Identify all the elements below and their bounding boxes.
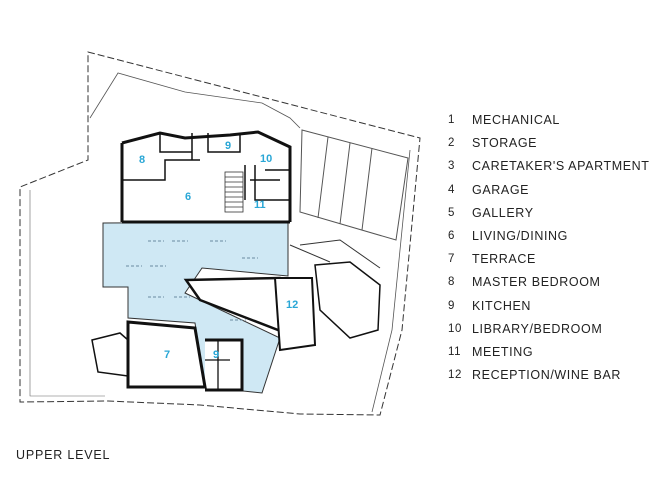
legend-item: 1 MECHANICAL [448, 112, 650, 135]
legend-item: 6 LIVING/DINING [448, 228, 650, 251]
room-label-reception: 12 [286, 299, 298, 311]
room-label-meeting: 11 [254, 199, 266, 211]
legend-item: 8 MASTER BEDROOM [448, 274, 650, 297]
legend-item: 11 MEETING [448, 344, 650, 367]
legend-item: 12 RECEPTION/WINE BAR [448, 367, 650, 390]
legend-label: GARAGE [472, 182, 530, 197]
stair [224, 171, 244, 213]
legend-label: LIVING/DINING [472, 228, 569, 243]
legend-number: 11 [448, 345, 462, 358]
legend-label: LIBRARY/BEDROOM [472, 321, 603, 336]
room-legend: 1 MECHANICAL 2 STORAGE 3 CARETAKER'S APARTMEN… [448, 112, 650, 390]
legend-number: 6 [448, 229, 455, 242]
legend-item: 9 KITCHEN [448, 298, 650, 321]
legend-label: KITCHEN [472, 298, 532, 313]
room-label-living: 6 [185, 191, 191, 203]
room-label-kitchen-top: 9 [225, 140, 231, 152]
legend-number: 2 [448, 137, 455, 150]
room-label-master-bedroom: 8 [139, 154, 145, 166]
legend-item: 2 STORAGE [448, 135, 650, 158]
legend-label: MEETING [472, 344, 534, 359]
legend-number: 9 [448, 299, 455, 312]
legend-label: RECEPTION/WINE BAR [472, 368, 622, 383]
legend-number: 5 [448, 206, 455, 219]
legend-label: CARETAKER'S APARTMENT [472, 159, 650, 174]
reception-wing [273, 277, 317, 352]
east-ramp [289, 239, 381, 269]
site-inner-line [89, 72, 301, 129]
legend-item: 5 GALLERY [448, 205, 650, 228]
west-bay [91, 332, 129, 377]
legend-item: 10 LIBRARY/BEDROOM [448, 321, 650, 344]
site-boundary [19, 51, 421, 416]
legend-label: GALLERY [472, 205, 534, 220]
legend-number: 8 [448, 276, 455, 289]
legend-number: 7 [448, 253, 455, 266]
east-wing [314, 261, 381, 339]
garage-bays [299, 129, 409, 241]
room-label-kitchen-bottom: 9 [213, 349, 219, 361]
room-label-library: 10 [260, 153, 272, 165]
room-label-terrace: 7 [164, 349, 170, 361]
legend-item: 4 GARAGE [448, 182, 650, 205]
legend-item: 7 TERRACE [448, 251, 650, 274]
legend-label: TERRACE [472, 252, 536, 267]
paving-marks [126, 240, 258, 321]
lower-inner [205, 340, 230, 390]
legend-label: STORAGE [472, 136, 538, 151]
legend-label: MECHANICAL [472, 113, 560, 127]
level-title: UPPER LEVEL [16, 448, 111, 462]
legend-label: MASTER BEDROOM [472, 275, 601, 290]
site-inner-line-east [371, 149, 411, 413]
legend-number: 4 [448, 183, 455, 196]
legend-item: 3 CARETAKER'S APARTMENT [448, 158, 650, 181]
legend-number: 12 [448, 369, 462, 382]
legend-number: 10 [448, 322, 462, 335]
legend-number: 1 [448, 114, 455, 126]
site-inner-line-west [29, 190, 105, 397]
main-house-inner [122, 133, 290, 201]
legend-number: 3 [448, 160, 455, 173]
